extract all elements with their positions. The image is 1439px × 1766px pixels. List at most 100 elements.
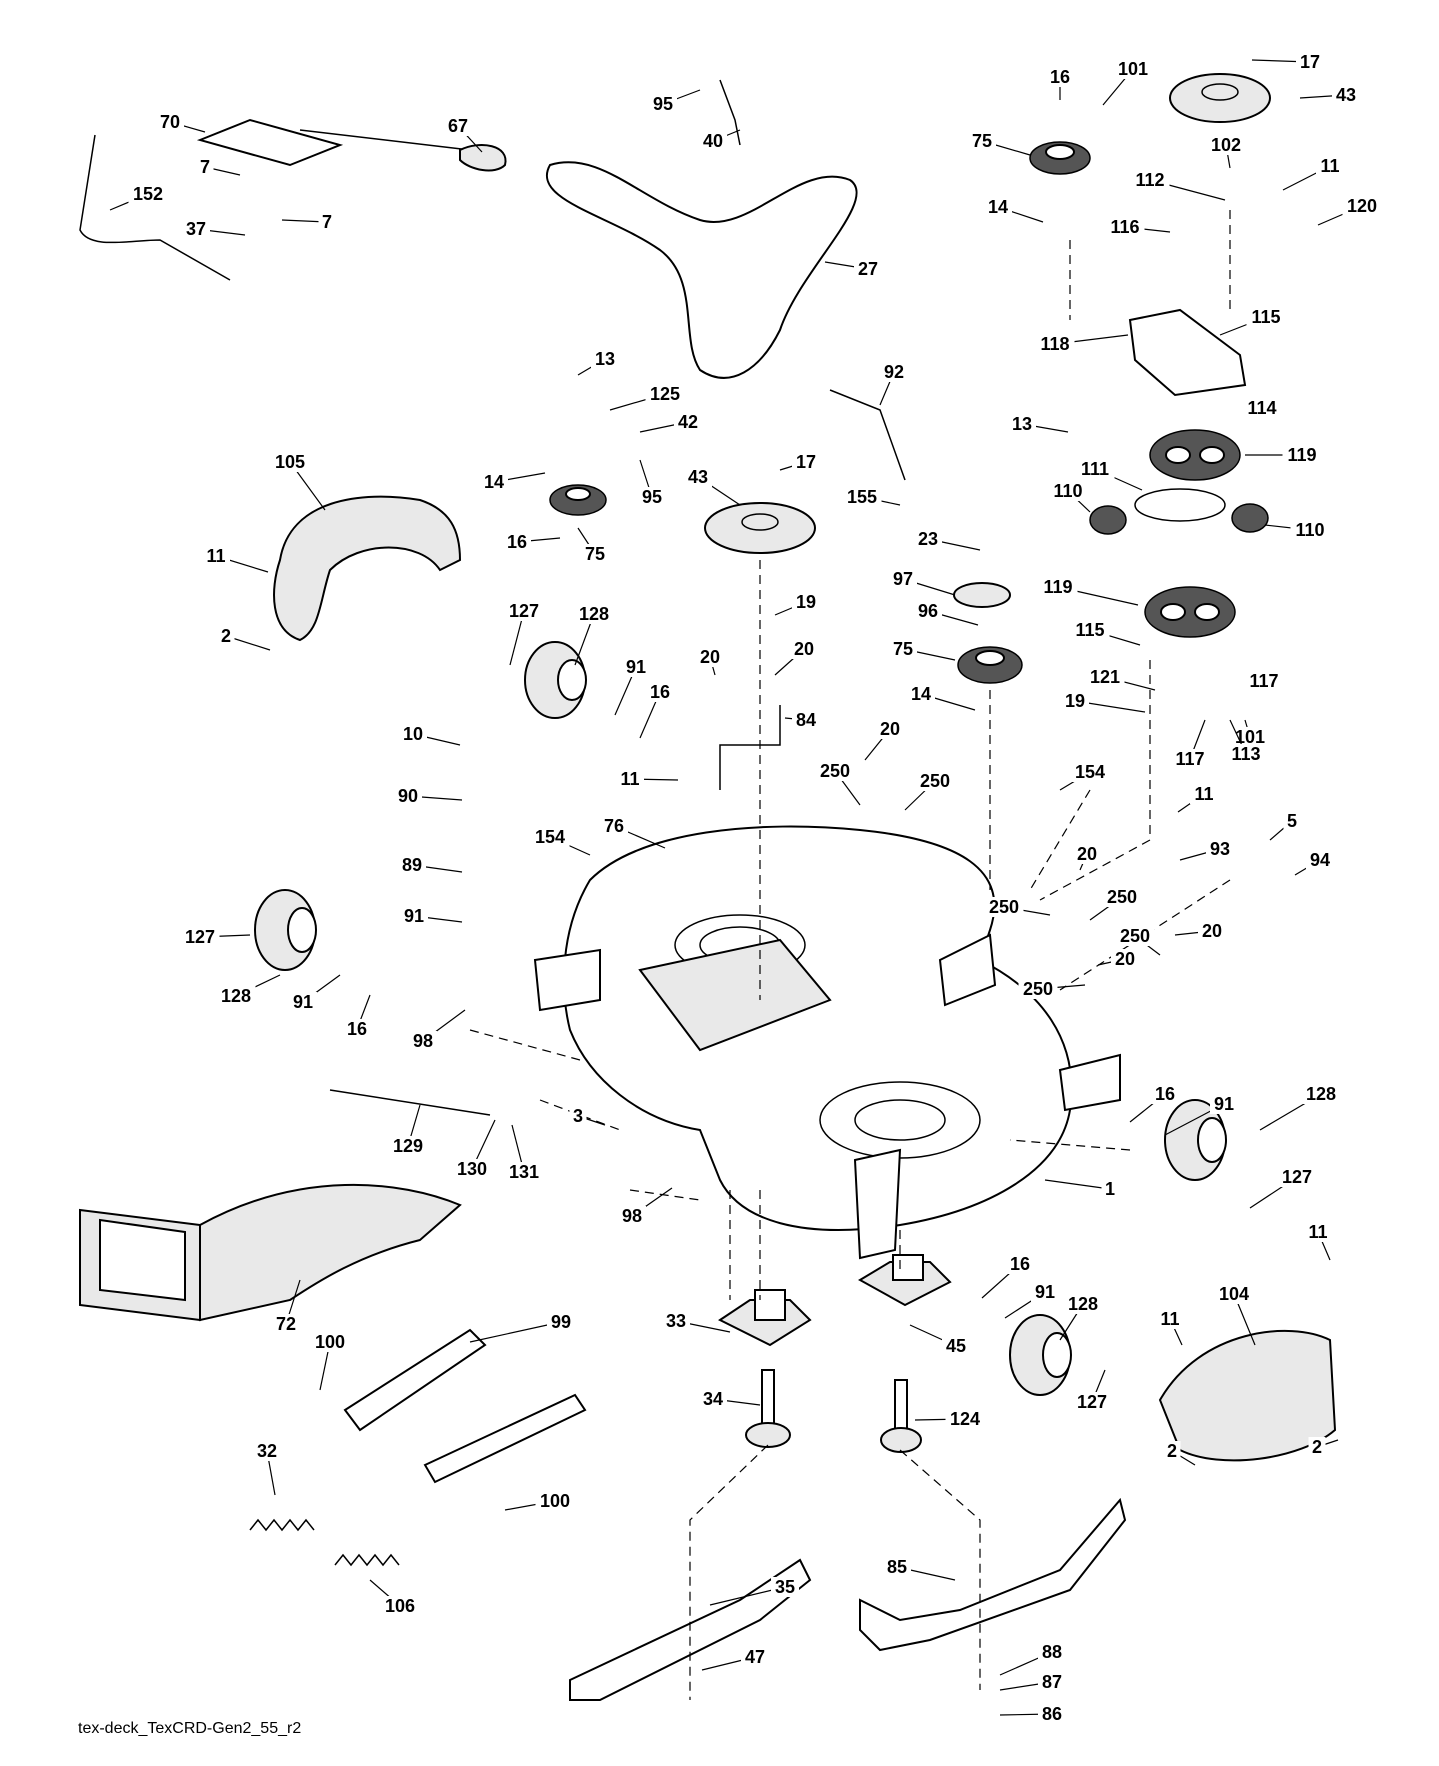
callout-background xyxy=(1163,1441,1181,1461)
callout-background xyxy=(1061,691,1089,711)
callout-104: 104 xyxy=(1214,1284,1256,1346)
callout-background xyxy=(1102,887,1142,907)
top-right-pulley xyxy=(1169,73,1271,123)
callout-98: 98 xyxy=(618,1187,673,1226)
callout-117: 117 xyxy=(1244,671,1284,691)
callout-background xyxy=(914,529,942,549)
callout-5: 5 xyxy=(1269,811,1301,841)
callout-111: 111 xyxy=(1075,459,1143,491)
callout-label: 121 xyxy=(1090,667,1120,687)
callout-background xyxy=(1048,481,1088,501)
callout-label: 75 xyxy=(972,131,992,151)
rod-40 xyxy=(719,79,741,146)
callout-label: 16 xyxy=(1155,1084,1175,1104)
callout-250: 250 xyxy=(984,897,1051,917)
control-cable xyxy=(79,134,231,281)
callout-background xyxy=(1296,52,1324,72)
callout-128: 128 xyxy=(216,974,281,1006)
callout-128: 128 xyxy=(1259,1084,1341,1131)
callout-45: 45 xyxy=(909,1324,970,1356)
callout-background xyxy=(480,472,508,492)
callout-100: 100 xyxy=(504,1491,575,1511)
callout-91: 91 xyxy=(614,657,650,716)
diagram-caption: tex-deck_TexCRD-Gen2_55_r2 xyxy=(78,1720,302,1737)
callout-127: 127 xyxy=(504,601,544,666)
callout-label: 120 xyxy=(1347,196,1377,216)
idler-pulley-top xyxy=(1029,141,1091,175)
callout-label: 35 xyxy=(775,1577,795,1597)
callout-7: 7 xyxy=(281,212,336,232)
center-pulley xyxy=(704,502,816,554)
callout-131: 131 xyxy=(504,1124,544,1182)
callout-label: 85 xyxy=(887,1557,907,1577)
callout-89: 89 xyxy=(398,855,463,875)
callout-67: 67 xyxy=(444,116,483,153)
callout-10: 10 xyxy=(399,724,461,746)
callout-label: 13 xyxy=(595,349,615,369)
spindle-housing-45 xyxy=(858,1254,952,1307)
callout-label: 127 xyxy=(185,927,215,947)
idler-pulley-left xyxy=(549,484,607,516)
blade-right xyxy=(859,1497,1127,1652)
callout-background xyxy=(1316,156,1344,176)
callout-label: 16 xyxy=(507,532,527,552)
callout-label: 16 xyxy=(1050,67,1070,87)
callout-label: 250 xyxy=(1107,887,1137,907)
gear-lower xyxy=(1144,586,1236,638)
callout-88: 88 xyxy=(999,1642,1066,1676)
callout-114: 114 xyxy=(1242,398,1282,418)
callout-label: 75 xyxy=(893,639,913,659)
callout-background xyxy=(889,639,917,659)
callout-background xyxy=(1332,85,1360,105)
callout-130: 130 xyxy=(452,1119,496,1179)
callout-background xyxy=(842,487,882,507)
callout-label: 42 xyxy=(678,412,698,432)
callout-20: 20 xyxy=(1174,921,1226,941)
callout-background xyxy=(880,362,908,382)
callout-label: 89 xyxy=(402,855,422,875)
callout-155: 155 xyxy=(842,487,901,507)
callout-label: 70 xyxy=(160,112,180,132)
rod-84 xyxy=(719,705,781,790)
callout-background xyxy=(942,1336,970,1356)
callout-17: 17 xyxy=(1251,52,1324,72)
callout-background xyxy=(1070,620,1110,640)
callout-background xyxy=(272,1314,300,1334)
callout-background xyxy=(1046,67,1074,87)
callout-background xyxy=(1018,979,1058,999)
callout-14: 14 xyxy=(907,684,976,711)
idler-pulley-right xyxy=(957,646,1023,684)
callout-label: 100 xyxy=(540,1491,570,1511)
callout-background xyxy=(699,131,727,151)
callout-label: 14 xyxy=(484,472,504,492)
callout-label: 2 xyxy=(1312,1437,1322,1457)
callout-label: 16 xyxy=(1010,1254,1030,1274)
callout-background xyxy=(504,601,544,621)
callout-20: 20 xyxy=(864,719,904,761)
callout-16: 16 xyxy=(639,682,674,739)
callout-119: 119 xyxy=(1038,577,1139,606)
callout-background xyxy=(1075,459,1115,479)
callout-250: 250 xyxy=(1089,887,1142,921)
callout-11: 11 xyxy=(1177,784,1218,813)
callout-label: 87 xyxy=(1042,1672,1062,1692)
callout-125: 125 xyxy=(609,384,685,411)
callout-background xyxy=(618,1206,646,1226)
callout-background xyxy=(1115,926,1155,946)
callout-label: 20 xyxy=(1077,844,1097,864)
callout-background xyxy=(1244,671,1284,691)
callout-label: 47 xyxy=(745,1647,765,1667)
callout-background xyxy=(1277,1167,1317,1187)
callout-label: 20 xyxy=(700,647,720,667)
callout-250: 250 xyxy=(1115,926,1161,956)
callout-47: 47 xyxy=(701,1647,769,1671)
callout-99: 99 xyxy=(469,1312,575,1343)
callout-label: 155 xyxy=(847,487,877,507)
rod-129 xyxy=(329,1089,491,1116)
callout-23: 23 xyxy=(914,529,981,551)
callout-70: 70 xyxy=(156,112,206,133)
callout-label: 16 xyxy=(650,682,670,702)
mower-deck-housing xyxy=(533,825,1121,1260)
callout-label: 40 xyxy=(703,131,723,151)
callout-label: 154 xyxy=(535,827,565,847)
